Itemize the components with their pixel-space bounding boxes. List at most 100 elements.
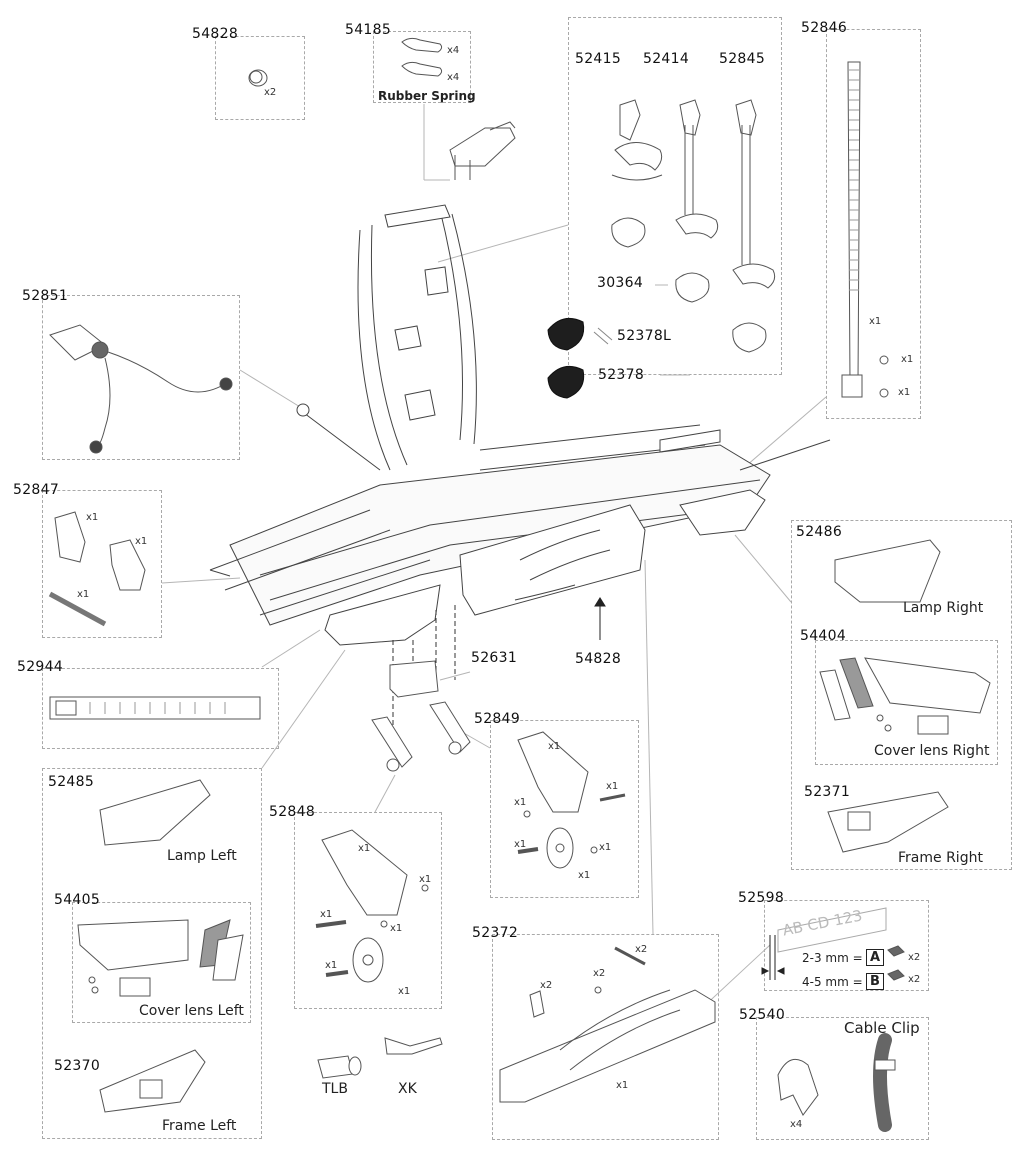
- lamp-left-drawing: [99, 779, 211, 846]
- box-52944: [42, 668, 279, 749]
- qty-52849-screw: x1: [599, 842, 612, 853]
- qty-52598-b: x2: [908, 974, 921, 985]
- label-frame-right: Frame Right: [898, 850, 983, 866]
- cover-lens-left-drawing: [77, 919, 244, 997]
- wheel-assemblies-drawing: [371, 701, 471, 772]
- label-xk: XK: [398, 1081, 417, 1097]
- part-52847-drawing: [48, 511, 146, 627]
- qty-52848-axle: x1: [325, 960, 338, 971]
- qty-54828-top: x2: [264, 87, 277, 98]
- part-number-52485: 52485: [48, 774, 95, 790]
- qty-52372-screw: x2: [540, 980, 553, 991]
- box-54828-top: [215, 36, 305, 120]
- label-cover-lens-left: Cover lens Left: [139, 1003, 244, 1019]
- box-52849: [490, 720, 639, 898]
- part-52849-drawing: [517, 731, 626, 869]
- qty-52847-b: x1: [135, 536, 148, 547]
- qty-52540: x4: [790, 1119, 803, 1130]
- box-52847: [42, 490, 162, 638]
- part-number-52846: 52846: [801, 20, 848, 36]
- rubber-spring-drawing: [401, 37, 443, 77]
- part-number-52847: 52847: [13, 482, 60, 498]
- qty-52846-washer: x1: [898, 387, 911, 398]
- qty-spring-b: x4: [447, 72, 460, 83]
- label-lamp-left: Lamp Left: [167, 848, 237, 864]
- part-52848-drawing: [315, 829, 429, 983]
- cap-54828-top-drawing: [248, 69, 268, 87]
- qty-52598-a: x2: [908, 952, 921, 963]
- box-54405: [72, 902, 251, 1023]
- qty-52848-body: x1: [358, 843, 371, 854]
- lamp-right-drawing: [834, 539, 941, 603]
- qty-52848-screw: x1: [390, 923, 403, 934]
- label-cover-lens-right: Cover lens Right: [874, 743, 990, 759]
- part-number-52598: 52598: [738, 890, 785, 906]
- label-tlb: TLB: [322, 1081, 348, 1097]
- qty-52849-wheel: x1: [578, 870, 591, 881]
- cable-clip-drawing: [777, 1033, 896, 1132]
- box-52846: [826, 29, 921, 419]
- qty-52847-c: x1: [77, 589, 90, 600]
- cover-lens-right-drawing: [819, 657, 991, 735]
- qty-52848-nut: x1: [419, 874, 432, 885]
- qty-52372-holder: x1: [616, 1080, 629, 1091]
- box-52598: [764, 900, 929, 991]
- box-52848: [294, 812, 442, 1009]
- bike-arms-drawing: [611, 99, 776, 353]
- qty-52846-screw: x1: [901, 354, 914, 365]
- part-number-52372: 52372: [472, 925, 519, 941]
- plate-holder-52372-drawing: [499, 946, 716, 1103]
- qty-52849-bolt: x1: [606, 781, 619, 792]
- black-knobs-drawing: [547, 317, 613, 399]
- spec-a-letter: A: [866, 949, 885, 966]
- part-number-52944: 52944: [17, 659, 64, 675]
- label-frame-left: Frame Left: [162, 1118, 237, 1134]
- part-number-52851: 52851: [22, 288, 69, 304]
- part-number-54185: 54185: [345, 22, 392, 38]
- plate-52598-drawing: [761, 907, 905, 981]
- qty-52849-nut: x1: [514, 797, 527, 808]
- strap-52944-drawing: [49, 696, 261, 720]
- spec-a-prefix: 2-3 mm =: [802, 951, 863, 965]
- part-number-52378: 52378: [598, 367, 645, 383]
- label-lamp-right: Lamp Right: [903, 600, 984, 616]
- qty-52372-bolt: x2: [635, 944, 648, 955]
- part-number-54405: 54405: [54, 892, 101, 908]
- qty-spring-a: x4: [447, 45, 460, 56]
- leader-lines: [161, 104, 827, 1011]
- part-number-52486: 52486: [796, 524, 843, 540]
- box-54404: [815, 640, 998, 765]
- spec-b-prefix: 4-5 mm =: [802, 975, 863, 989]
- box-52372: [492, 934, 719, 1140]
- box-52540: [756, 1017, 929, 1140]
- part-number-52849: 52849: [474, 711, 521, 727]
- part-number-52848: 52848: [269, 804, 316, 820]
- spec-b-letter: B: [866, 973, 884, 990]
- main-carrier-drawing: [209, 204, 831, 646]
- lock-key-drawing: [317, 1037, 443, 1079]
- qty-52846-rod: x1: [869, 316, 882, 327]
- part-number-52540: 52540: [739, 1007, 786, 1023]
- part-number-52414: 52414: [643, 51, 690, 67]
- part-number-54404: 54404: [800, 628, 847, 644]
- part-number-52378L: 52378L: [617, 328, 672, 344]
- part-number-54828-top: 54828: [192, 26, 239, 42]
- label-cable-clip: Cable Clip: [844, 1019, 920, 1037]
- frame-right-drawing: [827, 791, 949, 853]
- qty-52849-body: x1: [548, 741, 561, 752]
- box-left-lamp-group: [42, 768, 262, 1139]
- box-right-lamp-group: [791, 520, 1012, 870]
- rod-52846-drawing: [841, 61, 889, 398]
- qty-52847-a: x1: [86, 512, 99, 523]
- part-number-52371: 52371: [804, 784, 851, 800]
- qty-52848-bolt: x1: [320, 909, 333, 920]
- part-number-52845: 52845: [719, 51, 766, 67]
- arrow-54828: [594, 597, 606, 640]
- part-number-52415: 52415: [575, 51, 622, 67]
- part-number-52631: 52631: [471, 650, 518, 666]
- clamp-detail-drawing: [449, 121, 516, 180]
- frame-left-drawing: [99, 1049, 206, 1113]
- qty-52849-axle: x1: [514, 839, 527, 850]
